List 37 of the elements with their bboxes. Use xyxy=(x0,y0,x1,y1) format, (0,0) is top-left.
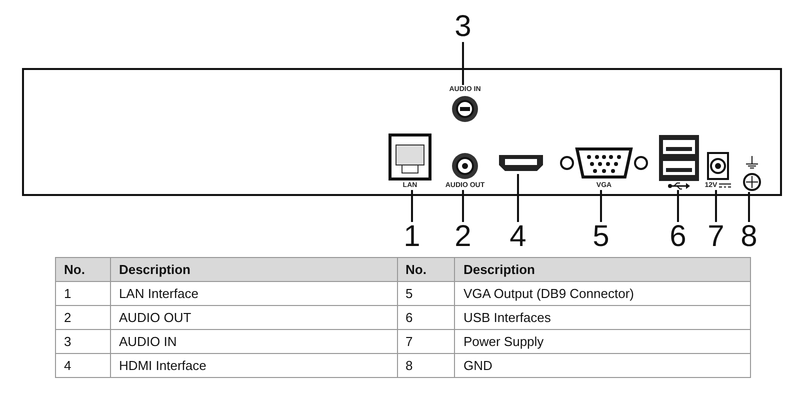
table-cell: VGA Output (DB9 Connector) xyxy=(454,282,750,306)
table-cell: LAN Interface xyxy=(110,282,397,306)
table-cell: 2 xyxy=(56,306,110,330)
table-cell: USB Interfaces xyxy=(454,306,750,330)
callout-number: 7 xyxy=(701,222,731,252)
callout-number: 5 xyxy=(586,222,616,252)
leader-line xyxy=(677,190,679,222)
callout-number: 3 xyxy=(448,12,478,42)
table-cell: 4 xyxy=(56,354,110,378)
table-cell: Power Supply xyxy=(454,330,750,354)
callout-number: 4 xyxy=(503,222,533,252)
device-rear-panel xyxy=(22,68,782,196)
leader-line xyxy=(748,192,750,222)
leader-line xyxy=(517,174,519,222)
table-cell: 7 xyxy=(397,330,455,354)
table-cell: GND xyxy=(454,354,750,378)
table-cell: 8 xyxy=(397,354,455,378)
leader-line xyxy=(600,190,602,222)
table-cell: 6 xyxy=(397,306,455,330)
table-header-cell: Description xyxy=(110,258,397,282)
table-cell: AUDIO OUT xyxy=(110,306,397,330)
leader-line xyxy=(462,42,464,85)
table-cell: HDMI Interface xyxy=(110,354,397,378)
leader-line xyxy=(715,190,717,222)
table-cell: AUDIO IN xyxy=(110,330,397,354)
table-header-cell: Description xyxy=(454,258,750,282)
table-header-cell: No. xyxy=(397,258,455,282)
table-cell: 5 xyxy=(397,282,455,306)
callout-number: 6 xyxy=(663,222,693,252)
callout-number: 1 xyxy=(397,222,427,252)
leader-line xyxy=(411,190,413,222)
table-cell: 3 xyxy=(56,330,110,354)
table-header-cell: No. xyxy=(56,258,110,282)
callout-number: 8 xyxy=(734,222,764,252)
leader-line xyxy=(462,190,464,222)
table-cell: 1 xyxy=(56,282,110,306)
callout-number: 2 xyxy=(448,222,478,252)
